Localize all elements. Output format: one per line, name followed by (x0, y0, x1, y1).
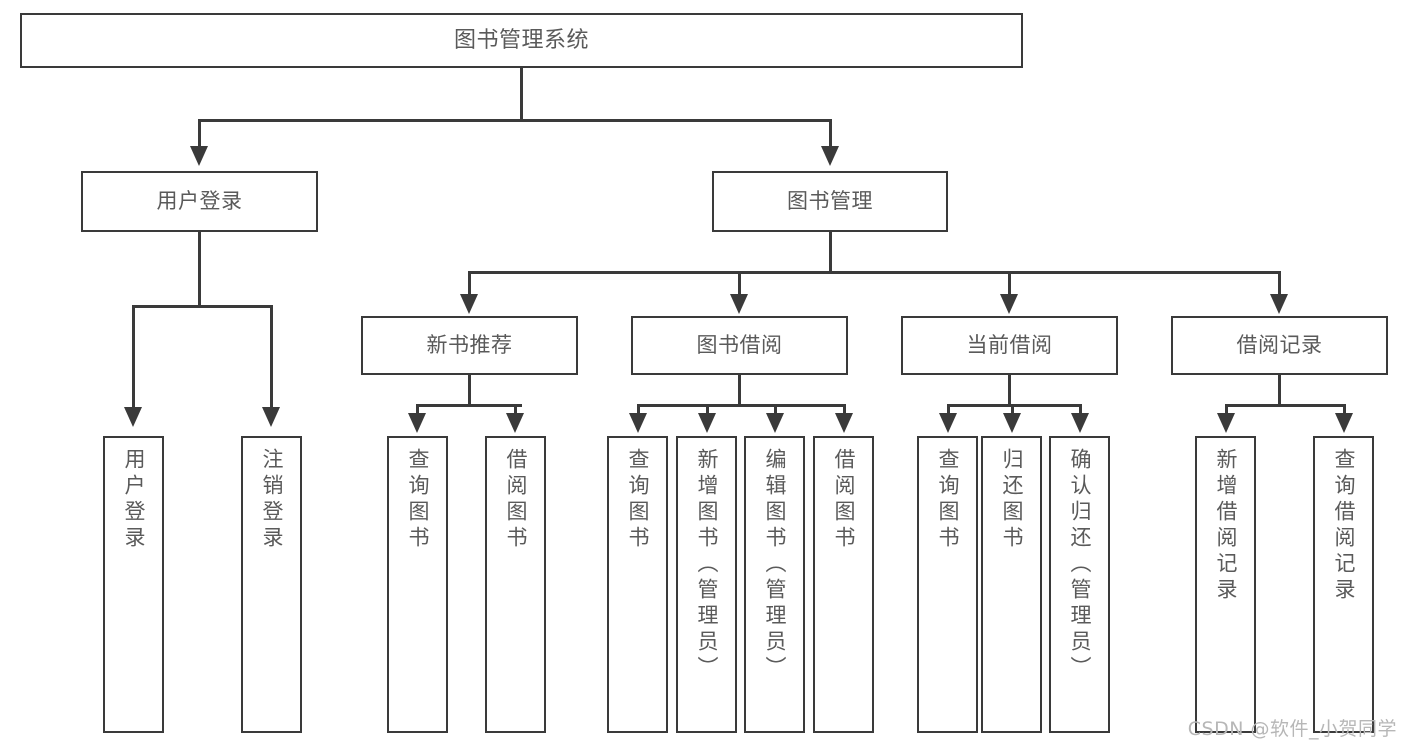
leaf-label: 注销登录 (260, 448, 284, 552)
connector-drop-bb-2 (706, 404, 709, 416)
arrow-to-leaf-cb-confirm-return (1071, 413, 1089, 433)
connector-drop-bb-3 (774, 404, 777, 416)
node-user-login[interactable]: 用户登录 (81, 171, 318, 232)
leaf-cb-return-book[interactable]: 归还图书 (981, 436, 1042, 733)
node-label: 图书管理 (787, 189, 873, 214)
leaf-label: 编辑图书（管理员） (763, 448, 787, 682)
connector-borrow-record-stem (1278, 375, 1281, 407)
connector-drop-new-book (468, 271, 471, 297)
arrow-to-leaf-logout (262, 407, 280, 427)
leaf-label: 确认归还（管理员） (1068, 448, 1092, 682)
leaf-nb-borrow-book[interactable]: 借阅图书 (485, 436, 546, 733)
connector-drop-current-borrow (1008, 271, 1011, 297)
connector-drop-login-2 (270, 305, 273, 410)
connector-new-book-bar (416, 404, 522, 407)
leaf-label: 借阅图书 (504, 448, 528, 552)
node-label: 新书推荐 (426, 333, 513, 358)
connector-drop-bb-4 (843, 404, 846, 416)
arrow-to-leaf-nb-borrow-book (506, 413, 524, 433)
connector-current-borrow-bar (947, 404, 1081, 407)
connector-book-borrow-bar (637, 404, 844, 407)
connector-user-login-bar (132, 305, 272, 308)
connector-drop-login-1 (132, 305, 135, 410)
connector-level2-bar (198, 119, 832, 122)
leaf-bb-query-book[interactable]: 查询图书 (607, 436, 668, 733)
node-label: 图书管理系统 (453, 27, 589, 53)
connector-book-manage-stem (829, 232, 832, 274)
leaf-label: 借阅图书 (832, 448, 856, 552)
arrow-to-borrow-record (1270, 294, 1288, 314)
connector-book-borrow-stem (738, 375, 741, 407)
connector-drop-user-login (198, 119, 201, 149)
arrow-to-leaf-bb-edit-book (766, 413, 784, 433)
arrow-to-leaf-bb-borrow-book (835, 413, 853, 433)
leaf-label: 新增图书（管理员） (695, 448, 719, 682)
arrow-to-leaf-br-query-record (1335, 413, 1353, 433)
arrow-to-leaf-nb-query-book (408, 413, 426, 433)
arrow-to-leaf-bb-add-book (698, 413, 716, 433)
connector-drop-cb-1 (947, 404, 950, 416)
node-current-borrow[interactable]: 当前借阅 (901, 316, 1118, 375)
node-label: 用户登录 (156, 189, 243, 214)
arrow-to-book-borrow (730, 294, 748, 314)
arrow-to-current-borrow (1000, 294, 1018, 314)
leaf-label: 查询借阅记录 (1332, 448, 1356, 604)
arrow-to-book-manage (821, 146, 839, 166)
connector-drop-book-manage (829, 119, 832, 149)
connector-borrow-record-bar (1225, 404, 1344, 407)
node-book-borrow[interactable]: 图书借阅 (631, 316, 848, 375)
node-label: 当前借阅 (966, 333, 1053, 358)
arrow-to-leaf-cb-return-book (1003, 413, 1021, 433)
leaf-br-query-record[interactable]: 查询借阅记录 (1313, 436, 1374, 733)
leaf-label: 查询图书 (626, 448, 650, 552)
arrow-to-leaf-user-login (124, 407, 142, 427)
leaf-bb-borrow-book[interactable]: 借阅图书 (813, 436, 874, 733)
node-label: 图书借阅 (696, 333, 783, 358)
connector-drop-br-1 (1225, 404, 1228, 416)
csdn-watermark: CSDN @软件_小贺同学 (1187, 718, 1397, 740)
connector-drop-borrow-record (1278, 271, 1281, 297)
arrow-to-leaf-br-add-record (1217, 413, 1235, 433)
node-label: 借阅记录 (1236, 333, 1323, 358)
arrow-to-leaf-cb-query-book (939, 413, 957, 433)
connector-user-login-stem (198, 232, 201, 308)
leaf-label: 用户登录 (122, 448, 146, 552)
connector-drop-cb-3 (1079, 404, 1082, 416)
connector-level3-bar (468, 271, 1280, 274)
node-root-library-management-system[interactable]: 图书管理系统 (20, 13, 1023, 68)
arrow-to-user-login (190, 146, 208, 166)
arrow-to-leaf-bb-query-book (629, 413, 647, 433)
leaf-logout[interactable]: 注销登录 (241, 436, 302, 733)
connector-root-stem (520, 68, 523, 120)
leaf-label: 查询图书 (406, 448, 430, 552)
leaf-br-add-record[interactable]: 新增借阅记录 (1195, 436, 1256, 733)
connector-drop-bb-1 (637, 404, 640, 416)
connector-drop-nb-1 (416, 404, 419, 416)
leaf-cb-confirm-return[interactable]: 确认归还（管理员） (1049, 436, 1110, 733)
node-book-management[interactable]: 图书管理 (712, 171, 948, 232)
leaf-nb-query-book[interactable]: 查询图书 (387, 436, 448, 733)
leaf-bb-add-book[interactable]: 新增图书（管理员） (676, 436, 737, 733)
connector-drop-br-2 (1343, 404, 1346, 416)
leaf-label: 归还图书 (1000, 448, 1024, 552)
connector-drop-nb-2 (514, 404, 517, 416)
connector-current-borrow-stem (1008, 375, 1011, 407)
leaf-label: 新增借阅记录 (1214, 448, 1238, 604)
connector-drop-cb-2 (1011, 404, 1014, 416)
arrow-to-new-book-recommend (460, 294, 478, 314)
node-borrow-record[interactable]: 借阅记录 (1171, 316, 1388, 375)
connector-drop-book-borrow (738, 271, 741, 297)
leaf-user-login[interactable]: 用户登录 (103, 436, 164, 733)
leaf-cb-query-book[interactable]: 查询图书 (917, 436, 978, 733)
node-new-book-recommend[interactable]: 新书推荐 (361, 316, 578, 375)
connector-new-book-stem (468, 375, 471, 407)
leaf-bb-edit-book[interactable]: 编辑图书（管理员） (744, 436, 805, 733)
leaf-label: 查询图书 (936, 448, 960, 552)
